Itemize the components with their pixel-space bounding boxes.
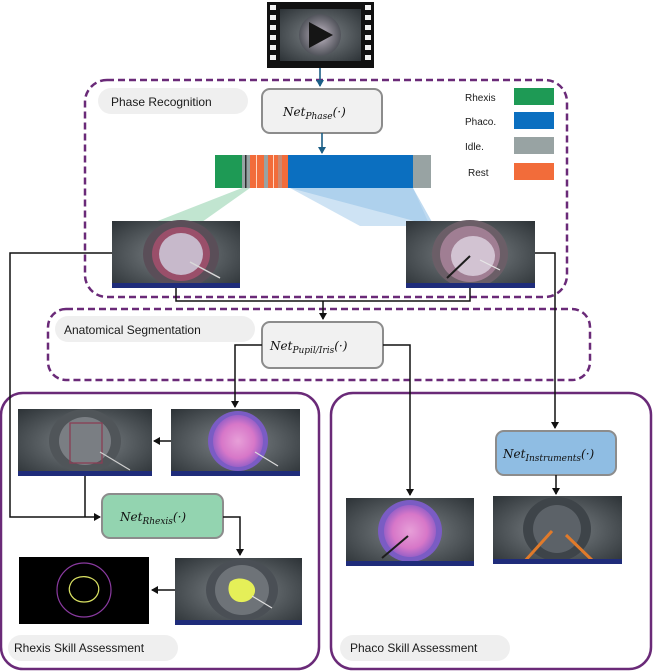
rhexis-skill-title: Rhexis Skill Assessment — [14, 641, 145, 655]
legend-swatch-rhexis — [514, 88, 554, 105]
phaco-title-pill — [340, 635, 510, 661]
svg-text:NetInstruments(·): NetInstruments(·) — [502, 447, 595, 464]
connector-pupil-to-phaco-mask — [383, 344, 414, 496]
phaco-skill-section — [329, 391, 653, 671]
phase-title-pill — [98, 88, 248, 114]
phase-recognition-title: Phase Recognition — [111, 95, 212, 109]
connector-frames-to-pupil — [175, 288, 471, 302]
phaco-pupil-mask-image — [346, 498, 474, 566]
phase-recognition-section — [83, 78, 569, 299]
legend-swatch-idle — [514, 137, 554, 154]
connector-rhexis-bypass — [9, 252, 112, 521]
rhexis-frame-image — [112, 220, 240, 288]
connector-phaco-to-instruments — [535, 252, 559, 429]
legend-label-rhexis: Rhexis — [465, 93, 496, 104]
play-icon — [309, 22, 333, 48]
rhexis-skill-section — [0, 391, 321, 671]
legend-label-phaco: Phaco. — [465, 117, 496, 128]
legend-swatch-rest — [514, 163, 554, 180]
legend-label-idle: Idle. — [465, 142, 484, 153]
anatomical-segmentation-section — [46, 307, 592, 382]
phase-timeline-bar — [215, 155, 431, 188]
rhexis-pupil-mask-image — [171, 409, 300, 476]
rhexis-segmentation-image — [175, 558, 302, 625]
phaco-skill-title: Phaco Skill Assessment — [350, 641, 478, 655]
rhexis-projection — [155, 188, 250, 222]
anat-title-pill — [55, 316, 255, 342]
phaco-frame-image — [406, 220, 535, 288]
net-phase-box: NetPhase(·) — [261, 88, 383, 134]
svg-text:NetPhase(·): NetPhase(·) — [282, 105, 346, 122]
video-clip-icon — [267, 2, 374, 68]
legend-label-rest: Rest — [468, 168, 489, 179]
phase-legend: Rhexis Phaco. Idle. Rest — [465, 88, 554, 180]
phaco-projection-wide — [290, 188, 430, 226]
net-pupil-iris-box: NetPupil/Iris(·) — [261, 321, 384, 369]
rhexis-contour-image — [19, 557, 149, 624]
phaco-instruments-image — [493, 496, 622, 564]
net-rhexis-box: NetRhexis(·) — [101, 493, 224, 539]
svg-text:NetRhexis(·): NetRhexis(·) — [119, 510, 186, 527]
svg-text:NetPupil/Iris(·): NetPupil/Iris(·) — [269, 339, 348, 356]
legend-swatch-phaco — [514, 112, 554, 129]
connector-pupil-to-rhexis-mask — [231, 344, 262, 408]
connector-rhexis-net-to-result — [223, 516, 244, 556]
rhexis-crop-image — [18, 409, 152, 476]
net-instruments-box: NetInstruments(·) — [495, 430, 617, 476]
rhexis-title-pill — [8, 635, 178, 661]
anatomical-segmentation-title: Anatomical Segmentation — [64, 323, 201, 337]
